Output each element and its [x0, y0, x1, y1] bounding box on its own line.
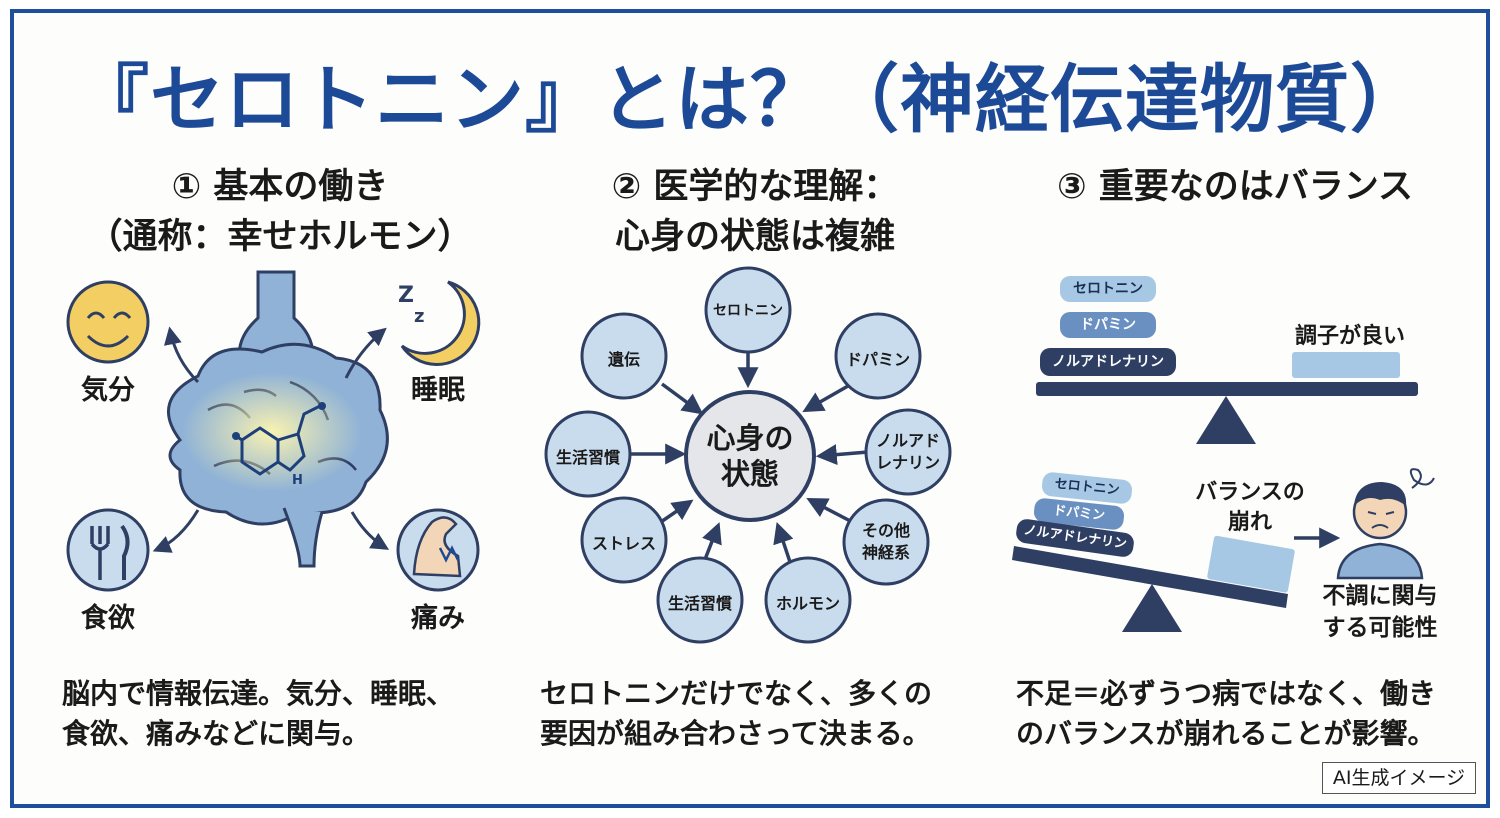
arrow-to-pain	[350, 511, 390, 550]
imbalance-label-line2: 崩れ	[1227, 510, 1272, 535]
factor-serotonin: セロトニン	[713, 303, 783, 319]
pain-arm-icon	[396, 508, 480, 592]
top-stack-serotonin: セロトニン	[1060, 276, 1156, 302]
result-label: 不調に関与 する可能性	[1310, 580, 1450, 644]
svg-text:z: z	[414, 306, 424, 327]
molecule-atom-label: H	[292, 473, 303, 488]
section-2-heading-line2: 心身の状態は複雑	[614, 217, 895, 257]
mood-label: 気分	[81, 375, 135, 406]
center-node-label: 心身の 状態	[700, 420, 800, 492]
factor-stress: ストレス	[591, 534, 656, 553]
factor-circles	[544, 266, 952, 644]
factor-other-nervous: その他 神経系	[844, 520, 928, 564]
factor-lifestyle-bottom: 生活習慣	[667, 594, 732, 613]
balanced-seesaw	[1036, 352, 1418, 444]
factor-noradrenaline-line2: レナリン	[875, 453, 940, 472]
tilted-seesaw	[1012, 535, 1295, 632]
factor-lifestyle-left: 生活習慣	[555, 448, 620, 467]
section-2-description-line1: セロトニンだけでなく、多くの	[540, 677, 933, 710]
imbalance-label-line1: バランスの	[1195, 480, 1305, 505]
factor-genetics: 遺伝	[607, 350, 640, 369]
section-1-heading-line1: ① 基本の働き	[171, 167, 389, 207]
serotonin-molecule-icon: H	[232, 402, 326, 488]
arrow-to-mood	[164, 326, 200, 384]
section-1-heading: ① 基本の働き （通称：幸せホルモン）	[40, 162, 520, 262]
section-2-heading: ② 医学的な理解： 心身の状態は複雑	[520, 162, 990, 262]
factor-noradrenaline-line1: ノルアド	[875, 431, 940, 450]
center-node-label-line1: 心身の	[706, 421, 794, 455]
section-1-description: 脳内で情報伝達。気分、睡眠、 食欲、痛みなどに関与。	[62, 674, 502, 754]
brain-icon	[166, 342, 389, 568]
factor-other-line2: 神経系	[861, 543, 910, 562]
result-label-line2: する可能性	[1322, 615, 1438, 641]
result-label-line1: 不調に関与	[1322, 583, 1438, 609]
pain-label: 痛み	[411, 603, 465, 634]
section-3-description: 不足＝必ずうつ病ではなく、働き のバランスが崩れることが影響。	[1016, 674, 1466, 754]
arrow-to-appetite	[152, 509, 200, 553]
page-title: 『セロトニン』とは？（神経伝達物質）	[75, 57, 1425, 143]
arrow-to-sleep	[344, 327, 387, 379]
section-1-heading-line2: （通称：幸せホルモン）	[87, 217, 473, 257]
section-1-description-line2: 食欲、痛みなどに関与。	[62, 717, 371, 750]
ai-generated-badge: AI生成イメージ	[1322, 762, 1476, 794]
section-2-description: セロトニンだけでなく、多くの 要因が組み合わさって決まる。	[540, 674, 980, 754]
center-node-label-line2: 状態	[720, 457, 779, 491]
section-3-heading: ③ 重要なのはバランス	[1056, 167, 1414, 207]
section-2-description-line2: 要因が組み合わさって決まる。	[540, 717, 931, 750]
top-stack-noradrenaline: ノルアドレナリン	[1040, 348, 1176, 376]
smiley-face-icon	[66, 280, 150, 364]
appetite-label: 食欲	[81, 603, 135, 634]
section-3-description-line2: のバランスが崩れることが影響。	[1016, 717, 1436, 750]
factor-other-line1: その他	[861, 521, 910, 540]
good-condition-label: 調子が良い	[1294, 324, 1405, 349]
imbalance-label: バランスの 崩れ	[1180, 478, 1320, 538]
section-3-description-line1: 不足＝必ずうつ病ではなく、働き	[1016, 677, 1437, 710]
sleep-label: 睡眠	[411, 375, 465, 406]
moon-sleep-icon: Z z	[398, 280, 481, 366]
factor-dopamine: ドパミン	[845, 350, 910, 369]
unwell-person-icon	[1336, 468, 1435, 580]
factor-hormone: ホルモン	[775, 594, 840, 613]
section-2-heading-line1: ② 医学的な理解：	[611, 167, 899, 207]
factor-noradrenaline: ノルアド レナリン	[866, 430, 950, 474]
mind-body-state-node	[684, 390, 816, 522]
top-stack-dopamine: ドパミン	[1060, 312, 1156, 338]
factor-arrows	[630, 352, 869, 569]
svg-text:Z: Z	[398, 283, 414, 308]
fork-knife-icon	[66, 508, 150, 592]
section-1-description-line1: 脳内で情報伝達。気分、睡眠、	[62, 677, 455, 710]
